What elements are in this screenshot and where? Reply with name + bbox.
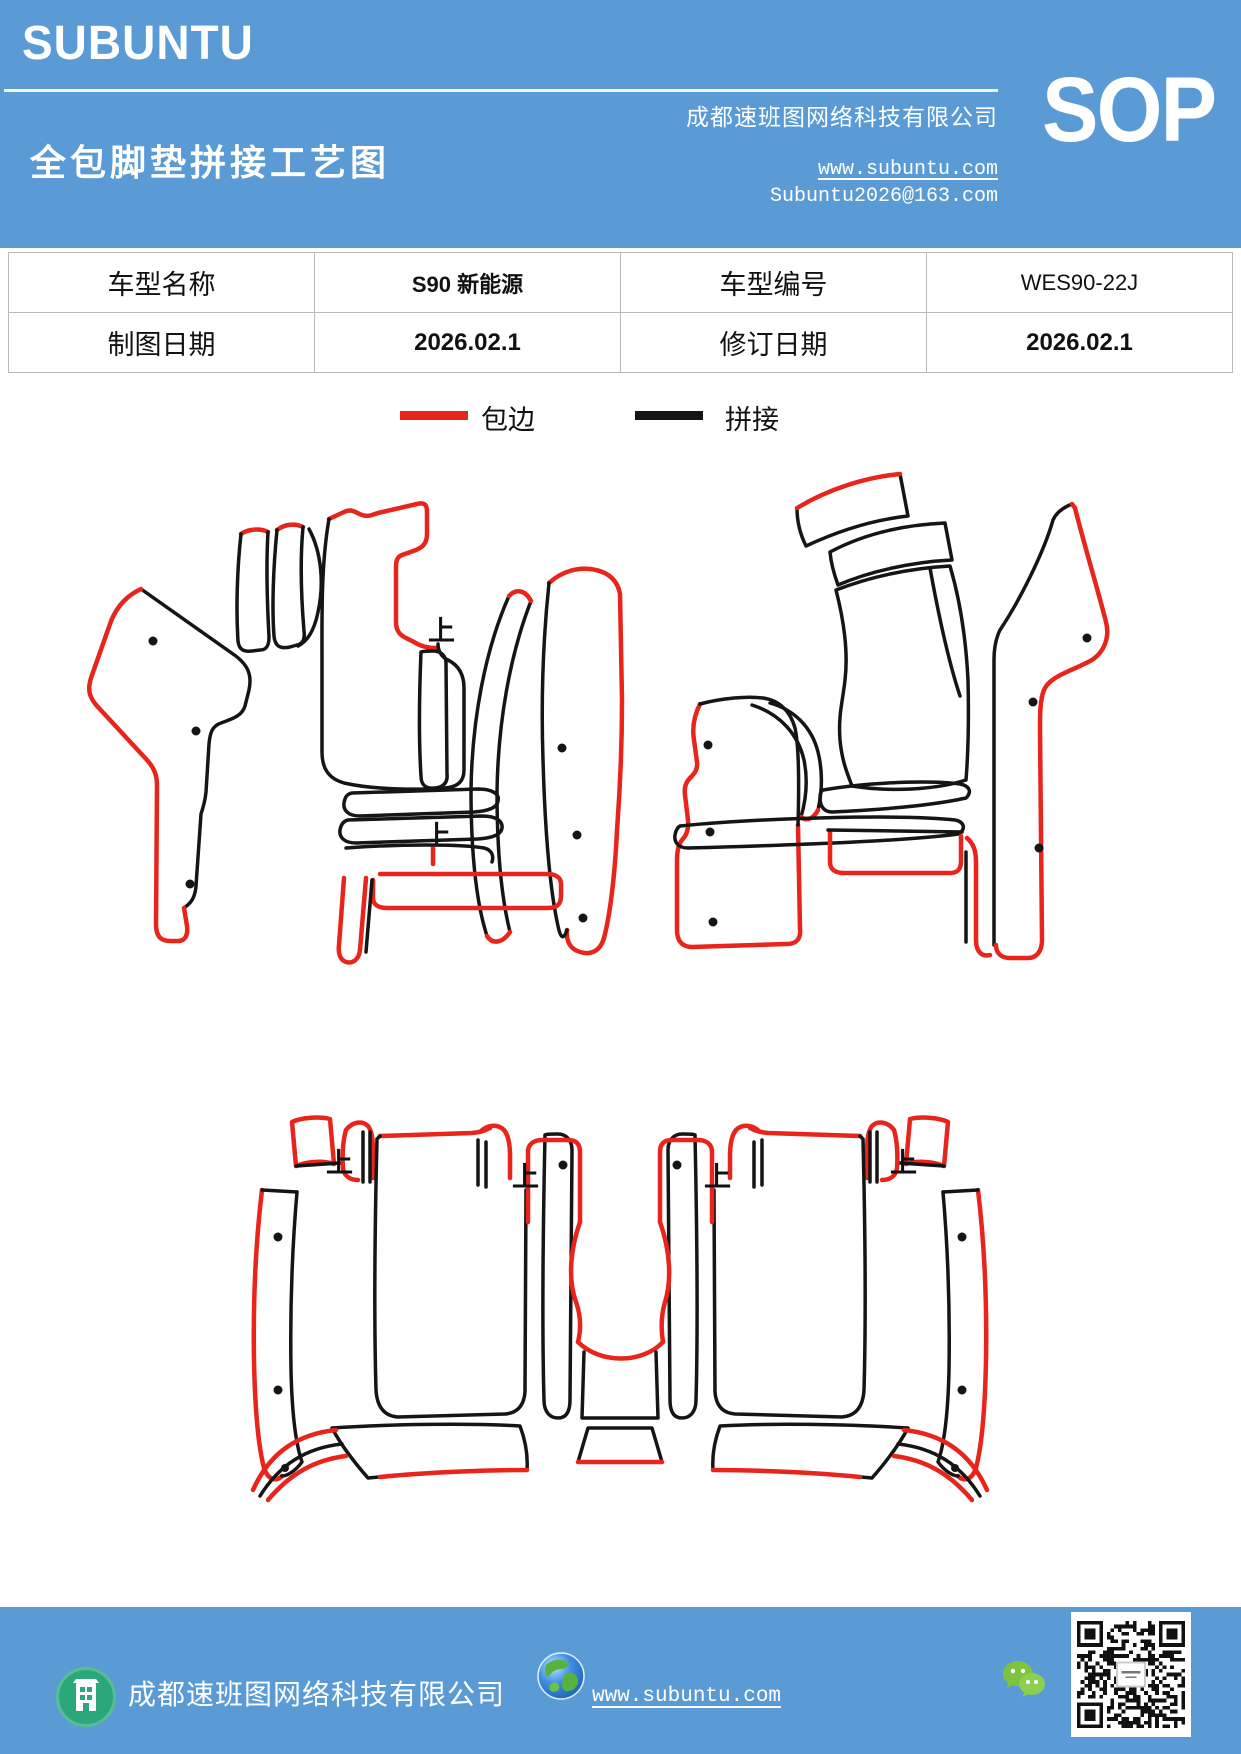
legend-splice-label: 拼接 [725, 405, 779, 435]
piece-rear-hook-tabs-inner [476, 1123, 764, 1189]
piece-rear-left-outer-strip [251, 1187, 304, 1482]
table-row: 制图日期 2026.02.1 修订日期 2026.02.1 [8, 312, 1233, 373]
piece-rear-right-inner-strip [666, 1132, 699, 1420]
piece-rear-left-bottom [330, 1422, 530, 1480]
piece-left-side-trim [87, 586, 252, 944]
header-website-link[interactable]: www.subuntu.com [817, 158, 998, 181]
piece-rear-right-panel [712, 1125, 867, 1419]
legend: 包边 拼接 [0, 398, 1241, 435]
globe-icon [536, 1651, 586, 1701]
legend-binding-label: 包边 [481, 405, 535, 435]
cell-model-code-value: WES90-22J [926, 252, 1233, 313]
piece-rear-corner-tabs [289, 1115, 951, 1169]
piece-rear-left-horn [250, 1427, 349, 1503]
piece-rear-right-bottom [710, 1422, 910, 1480]
piece-rear-right-horn [891, 1427, 990, 1503]
piece-passenger-mat [834, 564, 971, 792]
cell-model-code-label: 车型编号 [620, 252, 927, 313]
piece-rear-left-panel [373, 1125, 528, 1419]
piece-passenger-outer-trim [992, 501, 1110, 961]
footer-banner: 成都速班图网络科技有限公司 www.subuntu.com [0, 1607, 1241, 1754]
cell-model-name-label: 车型名称 [8, 252, 315, 313]
legend-binding-swatch [400, 411, 468, 420]
drawing-front-driver-group: 上 [87, 501, 625, 965]
header-contact-block: 成都速班图网络科技有限公司 www.subuntu.com Subuntu202… [578, 98, 998, 208]
piece-passenger-heel-bars [673, 780, 972, 850]
cell-draw-date-label: 制图日期 [8, 312, 315, 373]
wechat-icon [998, 1653, 1050, 1705]
table-row: 车型名称 S90 新能源 车型编号 WES90-22J [8, 252, 1233, 313]
drawing-front-passenger-group [673, 471, 1110, 961]
sop-label: SOP [1042, 59, 1217, 161]
piece-passenger-heel-pad [826, 828, 993, 958]
piece-driver-heel-pad: 上 [336, 821, 564, 965]
piece-driver-mat [320, 501, 466, 791]
qr-code-canvas [1077, 1619, 1185, 1730]
cell-revise-date-value: 2026.02.1 [926, 312, 1233, 373]
piece-top-strips [235, 522, 323, 653]
piece-rear-right-outer-strip [936, 1187, 989, 1482]
orientation-mark: 上 [428, 616, 455, 646]
cell-revise-date-label: 修订日期 [620, 312, 927, 373]
orientation-mark: 上 [512, 1162, 539, 1192]
orientation-mark: 上 [890, 1148, 917, 1178]
page-title: 全包脚垫拼接工艺图 [30, 143, 391, 183]
header-company-name: 成都速班图网络科技有限公司 [686, 105, 998, 130]
piece-rear-center-trapezoid [575, 1426, 665, 1465]
orientation-mark: 上 [704, 1162, 731, 1192]
legend-splice-swatch [635, 411, 703, 420]
header-divider [4, 89, 998, 92]
piece-rear-hook-tabs-outer [340, 1120, 900, 1184]
piece-mat-side-strip: 上 [417, 616, 455, 790]
building-icon [56, 1667, 116, 1727]
header-email: Subuntu2026@163.com [769, 185, 998, 208]
piece-top-strip-b [828, 521, 954, 587]
piece-side-crescents [469, 589, 534, 944]
footer-company-name: 成都速班图网络科技有限公司 [128, 1680, 506, 1711]
orientation-mark: 上 [326, 1148, 353, 1178]
cell-model-name-value: S90 新能源 [314, 252, 621, 313]
piece-driver-outer-trim [540, 566, 625, 956]
piece-heel-bars [338, 787, 504, 845]
header-banner: SUBUNTU 全包脚垫拼接工艺图 成都速班图网络科技有限公司 www.subu… [0, 0, 1241, 248]
piece-top-strip-a [794, 471, 910, 548]
piece-passenger-crescents [750, 701, 824, 822]
drawing-rear-group: 上 上 上 上 [250, 1115, 990, 1503]
footer-website-link[interactable]: www.subuntu.com [592, 1685, 782, 1708]
brand-logo: SUBUNTU [22, 15, 254, 70]
vehicle-info-table: 车型名称 S90 新能源 车型编号 WES90-22J 制图日期 2026.02… [8, 252, 1233, 373]
piece-passenger-inner-trim [674, 695, 803, 950]
orientation-mark: 上 [424, 821, 451, 851]
qr-code [1071, 1612, 1191, 1737]
piece-rear-left-inner-strip [541, 1132, 574, 1420]
piece-rear-tunnel [525, 1137, 715, 1420]
cell-draw-date-value: 2026.02.1 [314, 312, 621, 373]
